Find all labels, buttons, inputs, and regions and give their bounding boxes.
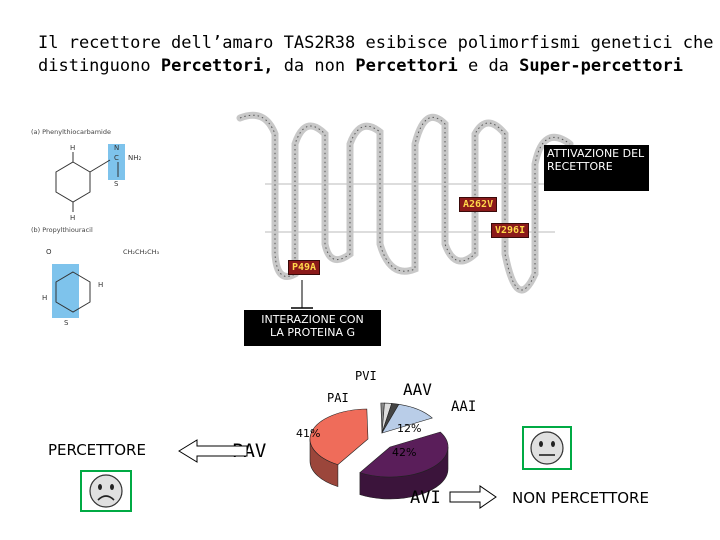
pie-label-avi: AVI — [410, 488, 441, 508]
pie-slices — [309, 402, 449, 500]
svg-text:H: H — [70, 214, 75, 222]
pie-label-aai: AAI — [451, 399, 477, 415]
sad-face-frame — [80, 470, 132, 512]
pie-pct-pav: 41% — [296, 427, 321, 440]
svg-text:N: N — [114, 144, 119, 152]
pie-label-pai: PAI — [327, 391, 349, 405]
activation-label: ATTIVAZIONE DEL RECETTORE — [544, 145, 649, 191]
gprotein-label: INTERAZIONE CON LA PROTEINA G — [244, 310, 381, 346]
pie-label-aav: AAV — [403, 380, 432, 399]
title-text: e da — [467, 56, 509, 76]
svg-text:S: S — [114, 180, 119, 188]
pie-label-pvi: PVI — [355, 369, 377, 383]
neutral-face-frame — [522, 426, 572, 470]
title-percettori-2: Percettori — [355, 56, 458, 76]
arrow-right — [449, 485, 497, 509]
pie-slice-avi — [359, 431, 449, 478]
molecule-a-label: (a) Phenylthiocarbamide — [31, 128, 111, 136]
title-line-2: distinguono Percettori, da non Percettor… — [38, 56, 683, 76]
mutation-v296i-tag: V296I — [491, 223, 530, 238]
svg-text:H: H — [42, 294, 47, 302]
haplotype-pie-chart — [309, 402, 449, 500]
mutation-p49a-tag: P49A — [288, 260, 321, 275]
inhibition-connector — [291, 280, 313, 309]
title-line-1: Il recettore dell’amaro TAS2R38 esibisce… — [38, 33, 714, 53]
svg-text:CH₂CH₂CH₃: CH₂CH₂CH₃ — [123, 248, 159, 256]
arrow-left — [178, 439, 248, 463]
thiourea-highlight-a — [108, 144, 125, 180]
pie-slice-aav — [381, 403, 433, 434]
svg-text:O: O — [46, 248, 52, 256]
outcome-non-percettore: NON PERCETTORE — [512, 489, 649, 507]
svg-text:NH₂: NH₂ — [128, 154, 142, 162]
outcome-percettore: PERCETTORE — [48, 441, 146, 459]
pie-pct-aav: 12% — [397, 422, 422, 435]
svg-text:H: H — [70, 144, 75, 152]
molecule-b-label: (b) Propylthiouracil — [31, 226, 93, 234]
pie-pct-avi: 42% — [392, 446, 417, 459]
svg-text:C: C — [114, 154, 119, 162]
title-text: distinguono — [38, 56, 151, 76]
svg-text:H: H — [98, 281, 103, 289]
receptor-diagram — [225, 104, 585, 332]
pie-slice-pav — [309, 408, 369, 465]
molecule-structures: (a) Phenylthiocarbamide (b) Propylthiour… — [31, 128, 159, 327]
sad-face-icon — [89, 474, 123, 508]
svg-text:S: S — [64, 319, 69, 327]
receptor-structure — [236, 111, 574, 294]
molecule-diagrams: (a) Phenylthiocarbamide (b) Propylthiour… — [28, 122, 218, 327]
title-super-percettori: Super-percettori — [519, 56, 683, 76]
title-percettori: Percettori, — [160, 56, 274, 76]
neutral-face-icon — [530, 431, 564, 465]
title-text: da non — [283, 56, 346, 76]
mutation-a262v-tag: A262V — [459, 197, 498, 212]
